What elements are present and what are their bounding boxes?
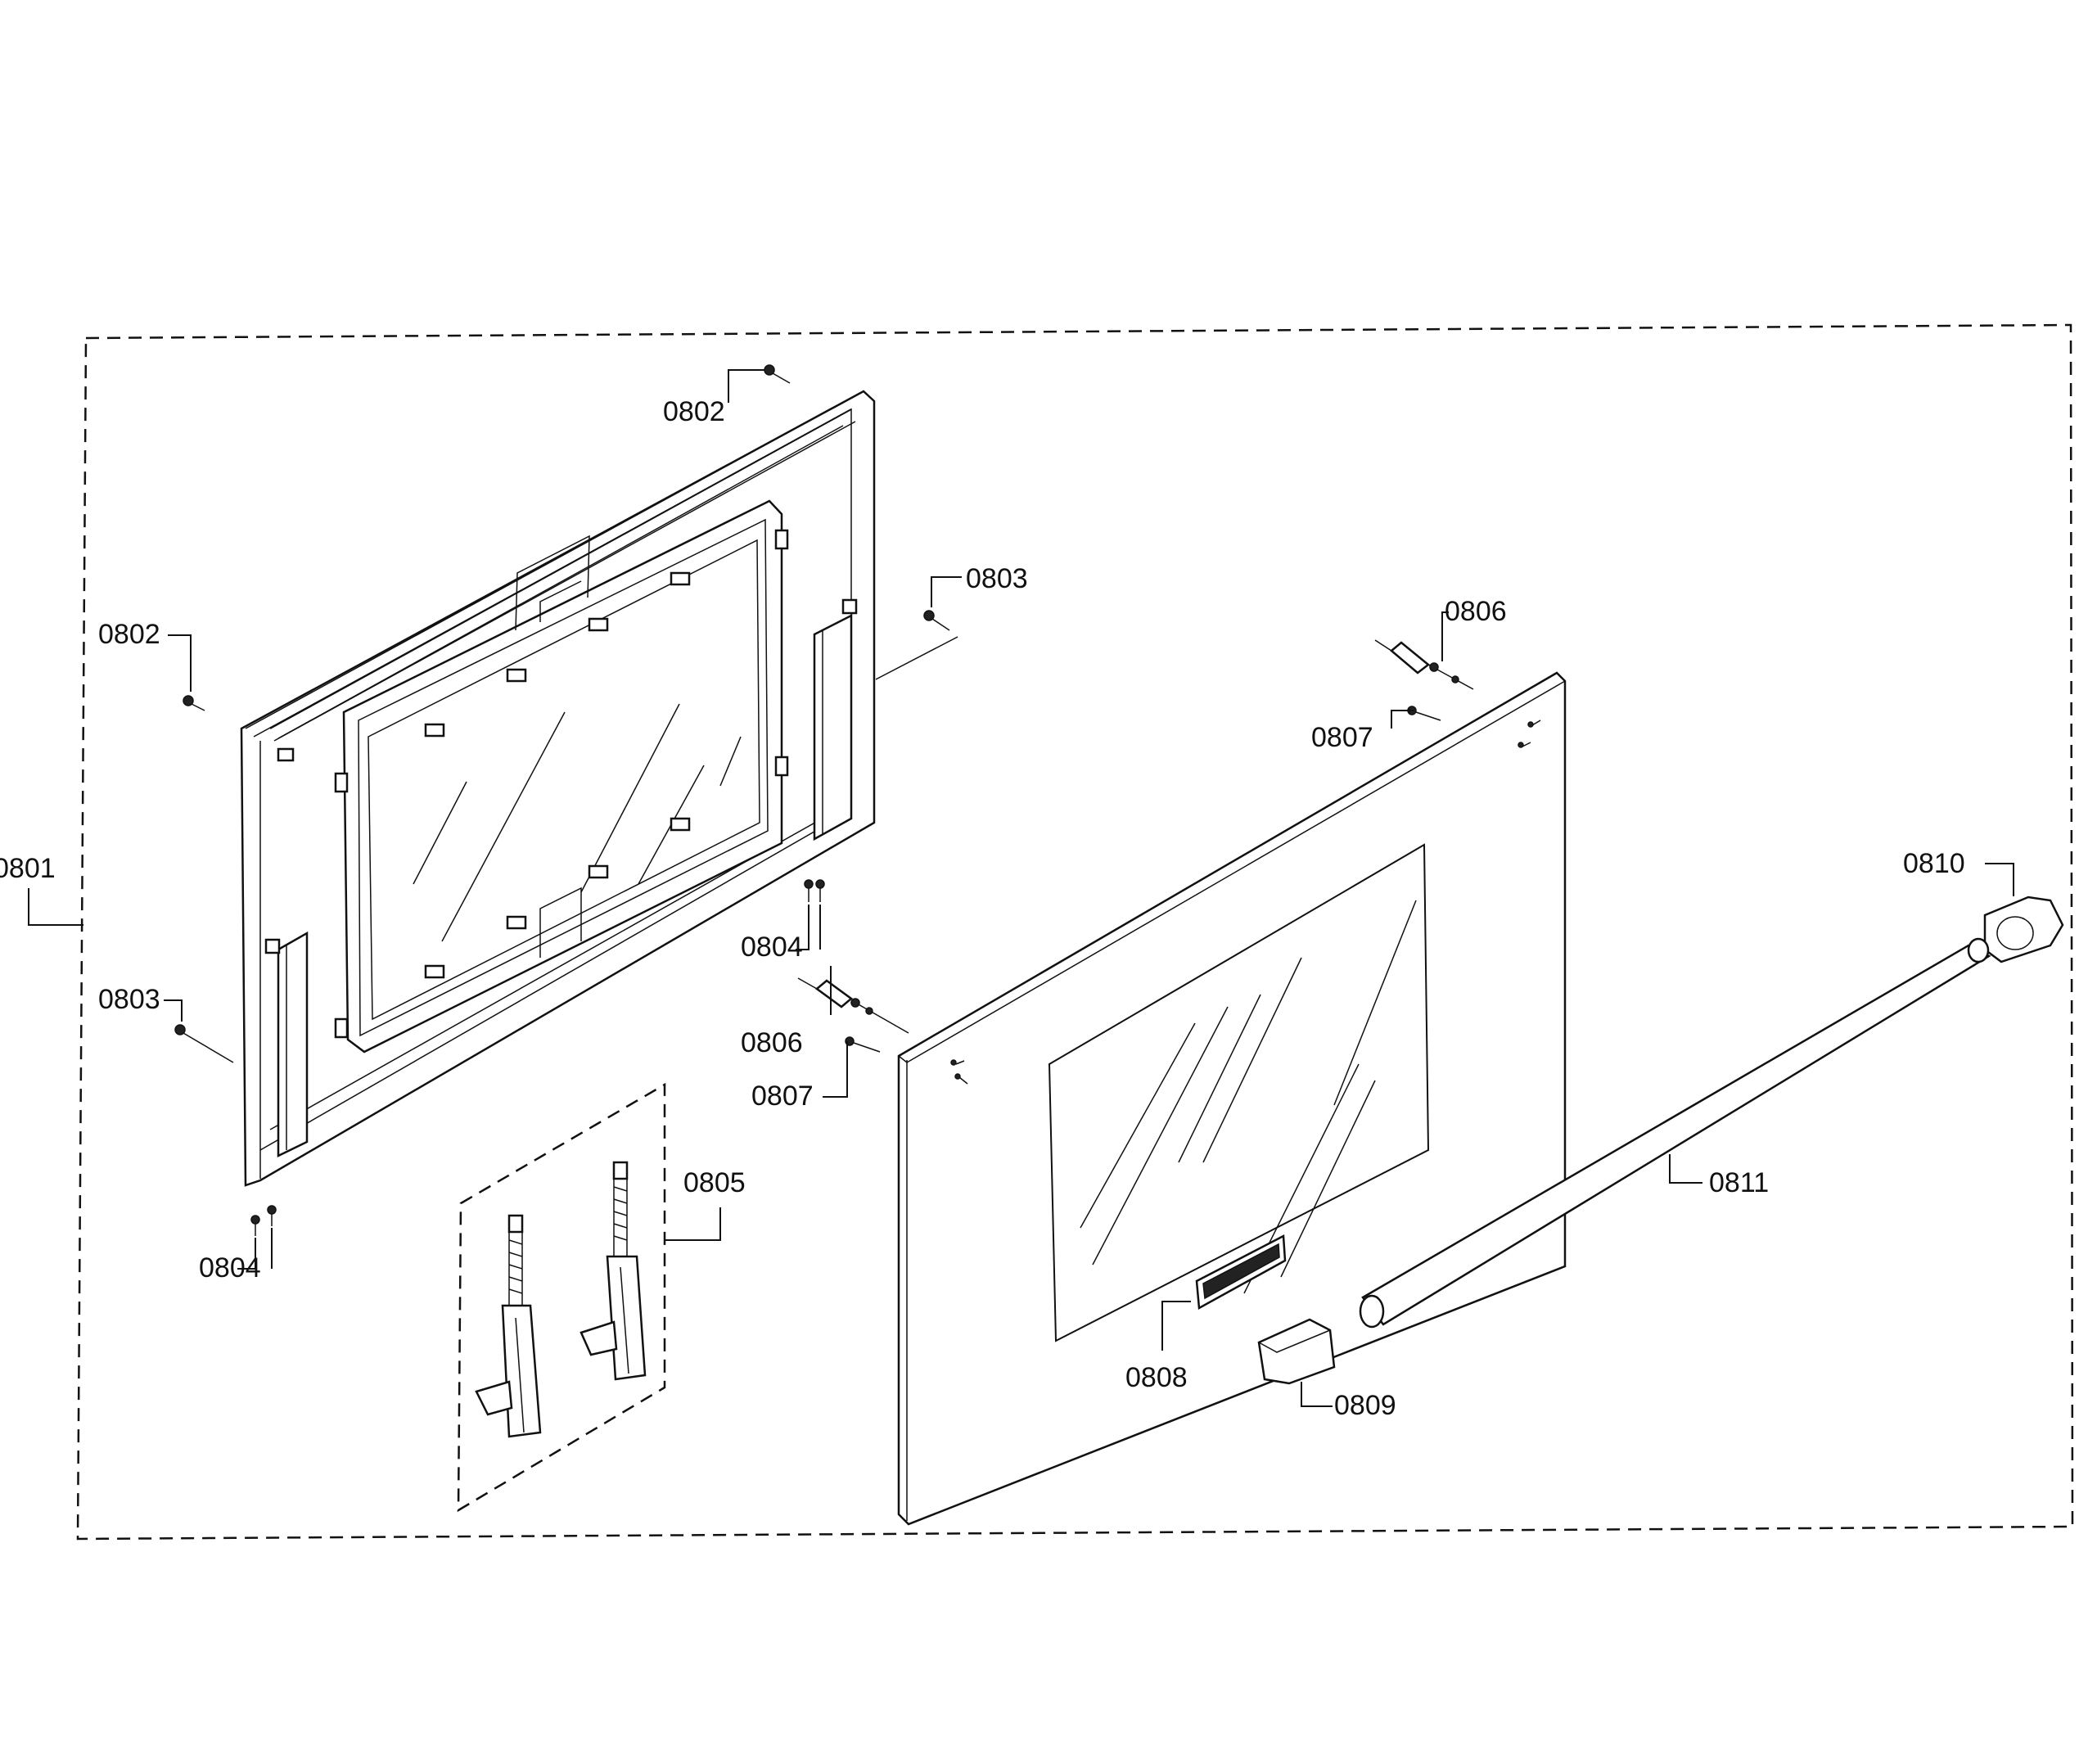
- callout-0807-right: 0807: [1311, 722, 1373, 753]
- callout-0803-left: 0803: [98, 984, 160, 1015]
- handle-bar: [1359, 937, 1991, 1329]
- callout-0804-bottom: 0804: [199, 1252, 261, 1284]
- callout-0803-right: 0803: [966, 563, 1028, 594]
- leader-lines: [28, 369, 2014, 1407]
- screws-inner-panel: [174, 364, 958, 1236]
- callout-0805: 0805: [683, 1167, 746, 1198]
- outer-door-glass: [897, 671, 1567, 1526]
- callout-0811: 0811: [1709, 1167, 1769, 1198]
- inner-door-panel: [240, 390, 876, 1187]
- handle-end-cap-right: [1983, 896, 2064, 963]
- callout-0806-right: 0806: [1445, 596, 1507, 627]
- callout-0801: 0801: [0, 853, 56, 884]
- assembly-boundary: [76, 323, 2074, 1541]
- hinge-right: [580, 1161, 647, 1381]
- handle-end-cap-left: [1257, 1318, 1336, 1385]
- pins-outer-door: [797, 639, 1474, 1053]
- hinge-left: [475, 1214, 542, 1438]
- callout-0807-left: 0807: [751, 1081, 814, 1112]
- callout-0809: 0809: [1334, 1390, 1396, 1421]
- callout-0808: 0808: [1125, 1362, 1188, 1393]
- callout-0802-top: 0802: [663, 396, 725, 427]
- callout-0804-center: 0804: [741, 932, 803, 963]
- callout-0806-left: 0806: [741, 1027, 803, 1058]
- hinge-group-boundary: [457, 1082, 666, 1513]
- callout-0810: 0810: [1903, 848, 1965, 879]
- callout-0802-left: 0802: [98, 619, 160, 650]
